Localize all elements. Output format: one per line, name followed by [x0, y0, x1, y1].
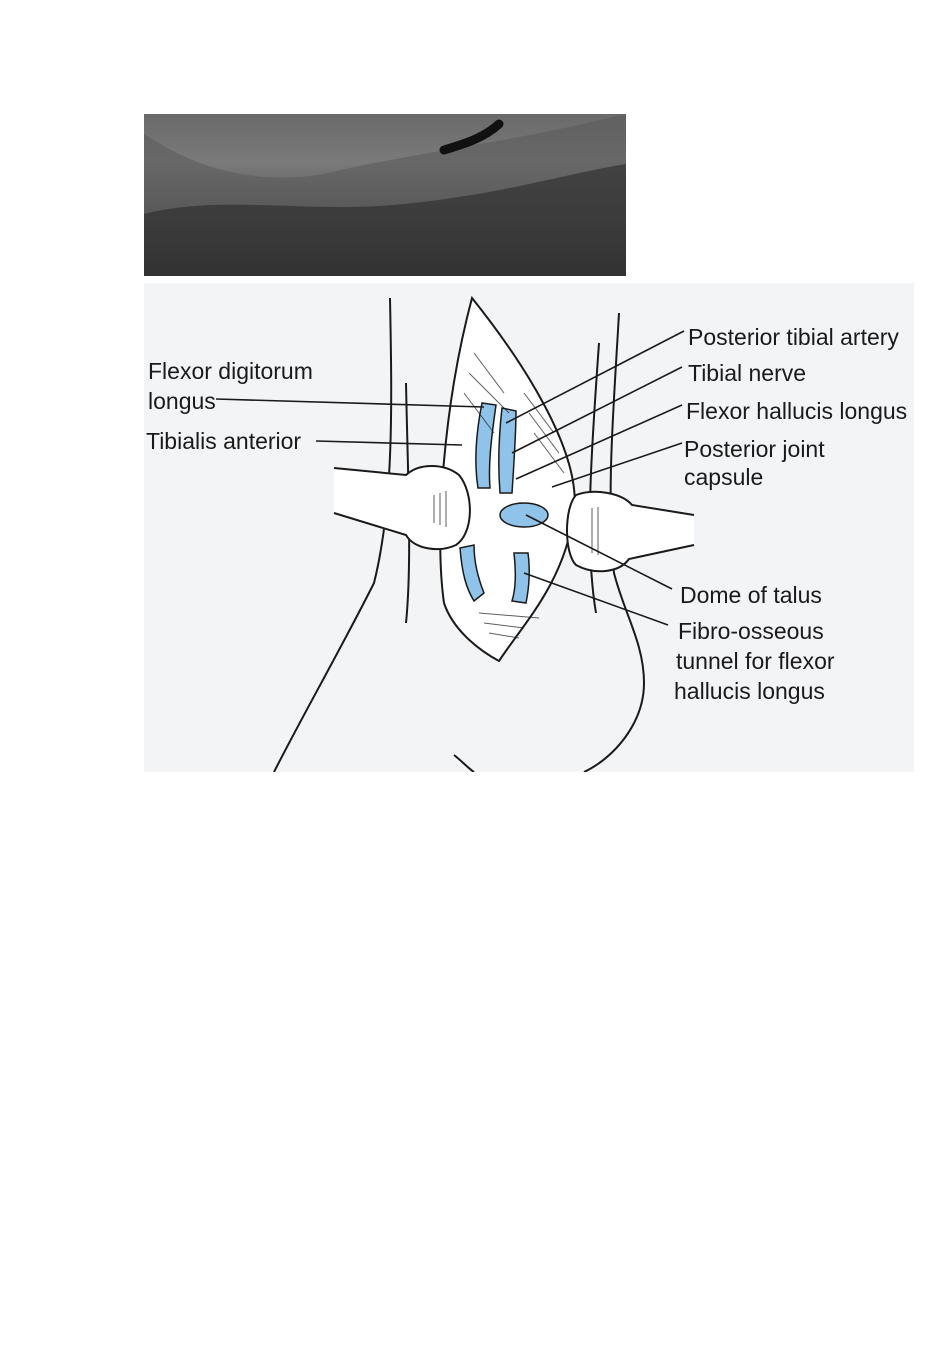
heel-outline [453, 754, 475, 772]
retractor-left [333, 465, 471, 551]
label-tibialis-anterior: Tibialis anterior [146, 428, 302, 454]
tibialis-tendon-lower [459, 544, 485, 603]
limb-outline-left [273, 297, 393, 772]
leader-tibialis-anterior [315, 440, 463, 446]
leader-posterior-tibial-artery [505, 330, 685, 424]
label-tibial-nerve: Tibial nerve [688, 360, 807, 386]
label-flexor-hallucis-longus: Flexor hallucis longus [686, 398, 908, 424]
retractor-right [566, 490, 695, 573]
limb-outline-right [583, 312, 646, 772]
leader-posterior-joint-capsule [551, 442, 683, 488]
fibro-osseous-tunnel-shape [511, 552, 531, 604]
label-posterior-joint-line1: Posterior joint [684, 436, 825, 462]
label-fibro-osseous-line2: tunnel for flexor [676, 648, 835, 674]
leader-dome-of-talus [525, 514, 673, 590]
photo-art [144, 114, 626, 276]
label-flexor-digitorum-line1: Flexor digitorum [148, 358, 313, 384]
label-dome-of-talus: Dome of talus [680, 582, 822, 608]
label-fibro-osseous-line3: hallucis longus [674, 678, 825, 704]
tendon-line-right [588, 342, 600, 614]
incision-marking [439, 119, 504, 155]
flexor-digitorum-tendon [475, 402, 497, 489]
label-posterior-joint-line2: capsule [684, 464, 764, 490]
leader-tibial-nerve [511, 366, 683, 454]
skin-photograph [144, 114, 626, 276]
label-fibro-osseous-line1: Fibro-osseous [678, 618, 824, 644]
leader-flexor-hallucis-longus [515, 404, 683, 480]
label-posterior-tibial-artery: Posterior tibial artery [688, 324, 899, 350]
anatomy-diagram: Flexor digitorum longus Tibialis anterio… [144, 283, 914, 772]
leader-flexor-digitorum [215, 398, 485, 408]
label-flexor-digitorum-line2: longus [148, 388, 216, 414]
dome-of-talus-shape [499, 502, 549, 528]
leader-fibro-osseous-tunnel [523, 572, 669, 626]
diagram-art [215, 295, 695, 772]
posterior-tibial-artery-shape [497, 407, 517, 494]
